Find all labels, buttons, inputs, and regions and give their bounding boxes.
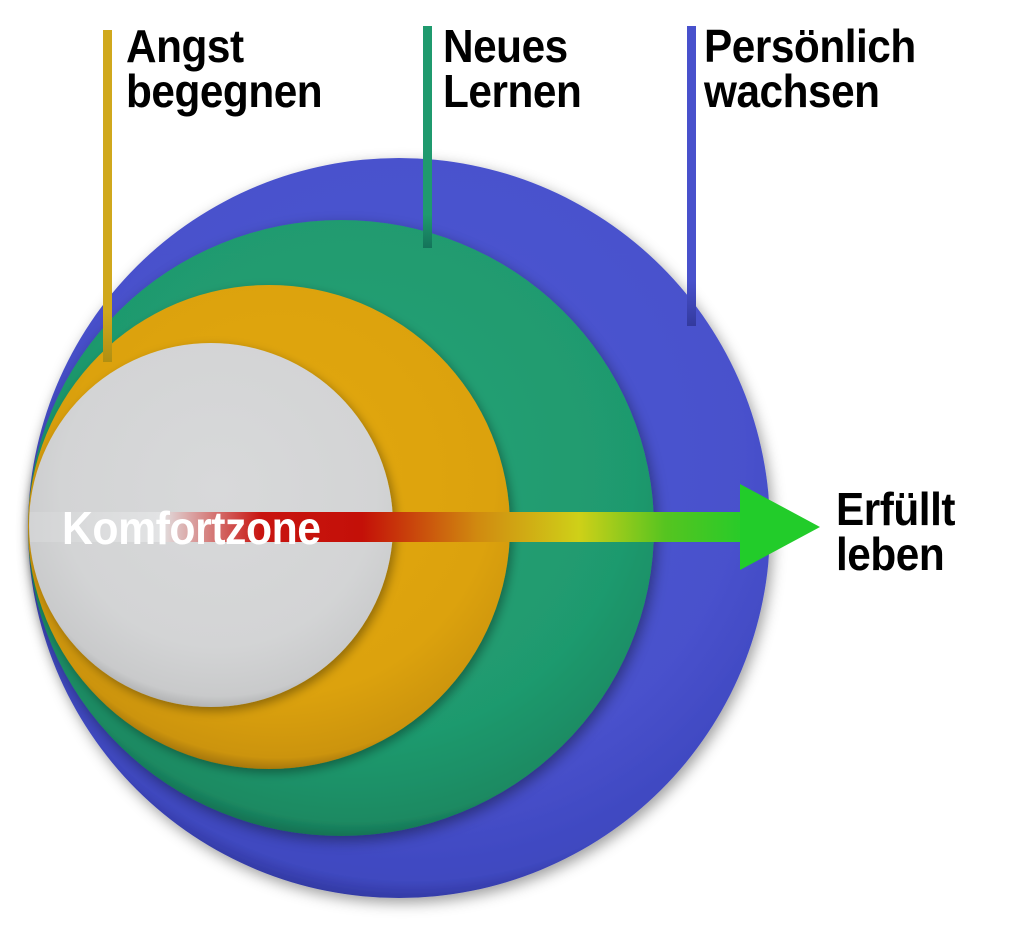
arrow-label-erfuellt-leben: Erfüllt leben bbox=[836, 483, 956, 580]
callout-line-neues bbox=[423, 26, 432, 248]
callout-label-angst: Angst begegnen bbox=[126, 20, 323, 117]
callout-line-angst bbox=[103, 30, 112, 362]
progress-arrow[interactable] bbox=[30, 484, 820, 570]
callout-line-persoenlich bbox=[687, 26, 696, 326]
callout-lines bbox=[103, 26, 696, 362]
callout-label-neues: Neues Lernen bbox=[443, 20, 582, 117]
arrow-shaft bbox=[30, 512, 752, 542]
callout-label-persoenlich: Persönlich wachsen bbox=[704, 20, 916, 117]
comfort-zone-label: Komfortzone bbox=[62, 504, 321, 555]
arrow-head-icon bbox=[740, 484, 820, 570]
